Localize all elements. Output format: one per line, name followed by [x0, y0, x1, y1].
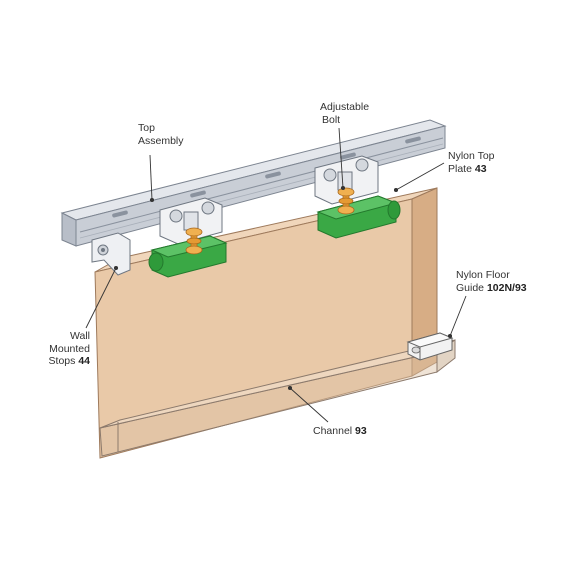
- right-bolt: [337, 187, 355, 215]
- label-adjustable-bolt-line2: Bolt: [322, 113, 341, 126]
- floor-guide: [406, 332, 454, 361]
- label-channel-text: Channel: [313, 425, 353, 437]
- label-top-assembly-line2: Assembly: [138, 134, 184, 147]
- label-wall-stops-text: Stops: [48, 355, 76, 367]
- label-nylon-floor-guide-code: 102N/93: [486, 281, 527, 294]
- leader-channel: [289, 387, 329, 423]
- leader-adjustable-bolt: [338, 127, 344, 189]
- label-channel: Channel 93: [313, 425, 367, 438]
- label-nylon-top-plate-line1: Nylon Top: [448, 150, 495, 162]
- leader-top-assembly: [149, 154, 153, 201]
- label-nylon-floor-guide-line1: Nylon Floor: [456, 269, 510, 281]
- label-wall-mounted-stops: Wall Mounted Stops 44: [30, 330, 90, 368]
- label-top-assembly: Top Assembly: [138, 122, 184, 147]
- right-nylon-plate: [316, 195, 401, 239]
- leader-wall-stops: [85, 267, 117, 329]
- right-hanger: [314, 155, 379, 205]
- label-wall-stops-line2: Mounted: [49, 342, 90, 355]
- leader-floor-guide: [449, 295, 467, 337]
- left-bolt: [185, 227, 203, 255]
- label-wall-stops-code: 44: [78, 355, 90, 367]
- label-channel-line1: Channel 93: [313, 425, 367, 438]
- left-hanger: [159, 197, 223, 245]
- label-channel-code: 93: [355, 425, 367, 437]
- label-nylon-floor-guide-line2: Guide 102N/93: [456, 282, 527, 295]
- leader-lines: [85, 127, 467, 423]
- label-nylon-top-plate-code: 43: [474, 162, 487, 175]
- label-nylon-top-plate: Nylon Top Plate 43: [448, 150, 495, 175]
- leader-nylon-top-plate: [395, 162, 445, 191]
- label-nylon-top-plate-text: Plate: [448, 162, 472, 175]
- label-nylon-top-plate-line2: Plate 43: [448, 163, 495, 176]
- label-wall-stops-line3: Stops 44: [30, 355, 90, 368]
- label-wall-stops-line1: Wall: [69, 330, 90, 342]
- wall-stop: [91, 232, 131, 276]
- label-top-assembly-line1: Top: [138, 122, 155, 134]
- label-nylon-floor-guide: Nylon Floor Guide 102N/93: [456, 269, 527, 294]
- label-adjustable-bolt: Adjustable Bolt: [320, 101, 369, 126]
- label-adjustable-bolt-line1: Adjustable: [320, 101, 370, 113]
- label-nylon-floor-guide-text: Guide: [456, 281, 485, 294]
